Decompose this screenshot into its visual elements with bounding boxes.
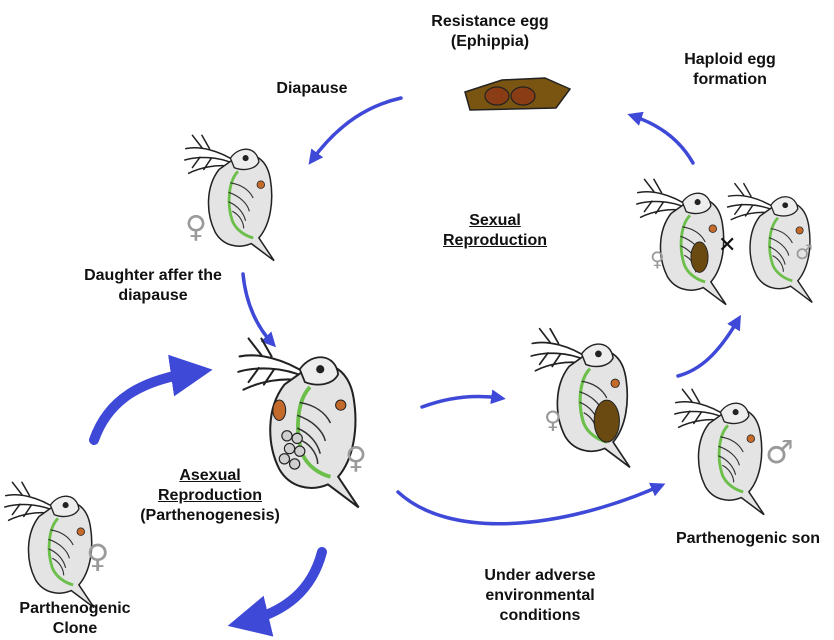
cycle-arrows xyxy=(94,98,738,622)
mating-female-daphnia xyxy=(637,179,726,304)
diapause-label: Diapause xyxy=(262,79,362,99)
haploid-egg-label: Haploid egg formation xyxy=(670,50,790,90)
female-symbol-clone: ♀ xyxy=(86,540,109,572)
male-symbol-son: ♂ xyxy=(765,436,794,468)
asexual-reproduction-label: Asexual Reproduction (Parthenogenesis) xyxy=(130,466,290,526)
resistance-egg-label: Resistance egg (Ephippia) xyxy=(420,12,560,52)
female-symbol-daughter: ♀ xyxy=(185,213,207,243)
arrow-to-son xyxy=(398,486,660,524)
female-symbol-mating: ♀ xyxy=(650,249,665,269)
parthenogenic-son-daphnia xyxy=(675,389,764,514)
parthenogenic-clone-label: Parthenogenic Clone xyxy=(15,599,135,639)
arrow-adult-to-clone xyxy=(244,552,322,622)
stressed-female-daphnia xyxy=(531,329,630,468)
parthenogenic-son-label: Parthenogenic son xyxy=(668,529,828,549)
female-symbol-adult: ♀ xyxy=(345,444,367,474)
arrow-clone-to-adult xyxy=(94,372,196,440)
arrow-diapause xyxy=(312,98,401,160)
parthenogenic-clone-daphnia xyxy=(5,482,94,607)
sexual-reproduction-label: Sexual Reproduction xyxy=(425,211,565,251)
arrow-to-mating xyxy=(678,320,738,376)
daughter-after-diapause-label: Daughter affer the diapause xyxy=(58,266,248,306)
female-symbol-stressed: ♀ xyxy=(544,408,562,432)
male-symbol-mating: ♂ xyxy=(795,242,813,262)
arrow-adult-to-stressed xyxy=(422,396,500,407)
cross-symbol: ✕ xyxy=(718,235,736,257)
adverse-conditions-label: Under adverse environmental conditions xyxy=(465,566,615,626)
ephippia-egg-case xyxy=(465,78,570,110)
arrow-to-ephippia xyxy=(633,116,693,163)
